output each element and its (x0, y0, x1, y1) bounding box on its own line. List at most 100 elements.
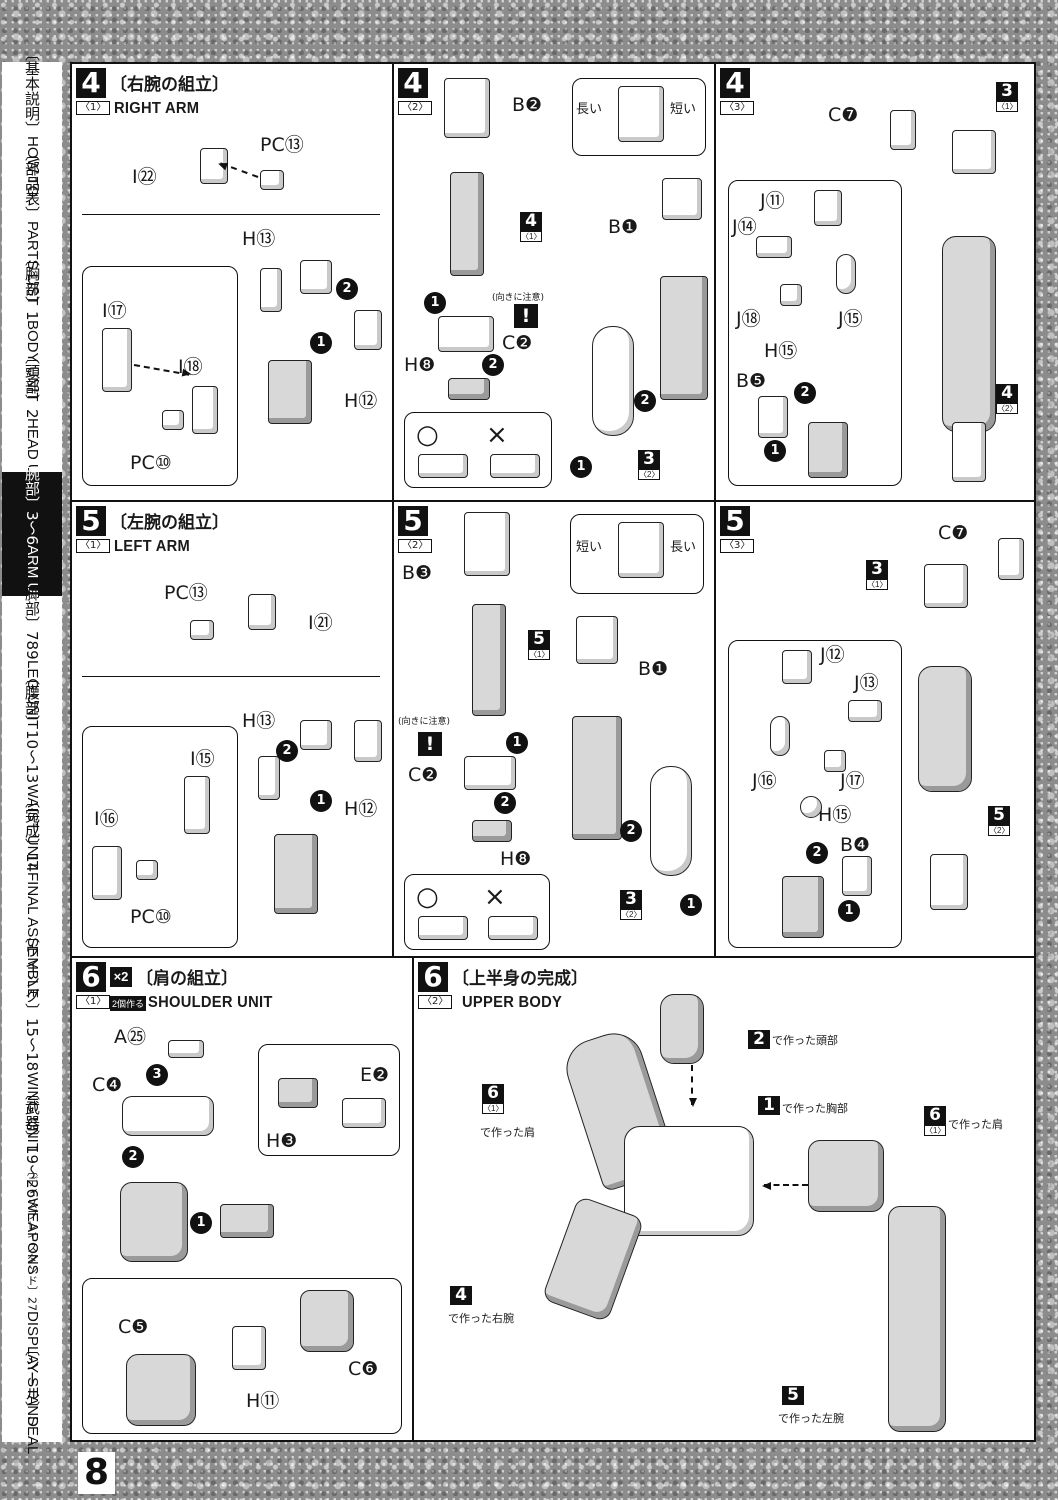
step-number: 4 (720, 68, 750, 98)
step-order-marker: 2 (806, 842, 828, 864)
section-rule (82, 214, 380, 215)
step-order-marker: 2 (336, 278, 358, 300)
step-reference: 6〈1〉 (482, 1083, 504, 1114)
part-assembly (274, 834, 318, 914)
part-shape (354, 720, 382, 762)
step-order-marker: 1 (310, 790, 332, 812)
part-assembly (660, 276, 708, 400)
part-shape (782, 650, 812, 684)
part-shape (952, 422, 986, 482)
part-shape (300, 260, 332, 294)
part-label: PC⑬ (260, 134, 304, 156)
sidebar-item-arm-unit[interactable]: 〔腕部〕3〜6 ARM UNIT (2, 451, 62, 617)
page-number: 8 (78, 1452, 116, 1494)
step-order-marker: 1 (680, 894, 702, 916)
sub-step-label: 〈2〉 (398, 539, 433, 553)
part-label: I㉑ (308, 612, 333, 634)
step-number: 4 (76, 68, 106, 98)
part-shape (592, 326, 634, 436)
step-title-jp: 〔左腕の組立〕 (110, 513, 229, 533)
part-shape (448, 378, 490, 400)
step-reference: 5〈1〉 (528, 629, 550, 660)
caution-icon: ! (514, 304, 538, 328)
incorrect-mark: × (484, 882, 506, 912)
sidebar-jp-label: 〔シール〕 (23, 1341, 41, 1417)
part-shape (438, 316, 494, 352)
step-order-marker: 1 (838, 900, 860, 922)
part-shape (278, 1078, 318, 1108)
part-label: B❶ (638, 658, 669, 680)
part-label: PC⑬ (164, 582, 208, 604)
part-label: I⑯ (94, 808, 119, 830)
sidebar-jp-label: 〔脚部〕789 (23, 571, 41, 660)
part-shape (418, 454, 468, 478)
step-title-jp: 〔肩の組立〕 (136, 969, 238, 989)
sidebar-jp-label: 〔腕部〕3〜6 (23, 450, 41, 545)
length-label: 長い (576, 102, 603, 117)
part-label: J⑫ (820, 644, 845, 666)
sidebar-item-weapons[interactable]: 〔武器〕19〜26 WEAPONS (2, 1085, 62, 1275)
part-label: H⑬ (242, 710, 276, 732)
part-shape (618, 522, 664, 578)
step-reference: 3〈1〉 (866, 559, 888, 590)
step-title-jp: 〔上半身の完成〕 (452, 969, 588, 989)
part-label: I㉒ (132, 166, 157, 188)
sidebar-item-body-unit[interactable]: 〔胸部〕1 BODY UNIT (2, 251, 62, 402)
part-assembly (268, 360, 312, 424)
part-shape (464, 512, 510, 576)
part-shape (162, 410, 184, 430)
step-order-marker: 2 (794, 382, 816, 404)
length-label: 短い (576, 540, 603, 555)
sidebar-item-leg-unit[interactable]: 〔脚部〕789 LEG UNIT (2, 571, 62, 729)
sidebar-item-waist-unit[interactable]: 〔腰部〕10〜13 WAIST UNIT (2, 670, 62, 869)
step-number: 4 (398, 68, 428, 98)
row-divider (72, 956, 1034, 958)
part-label: J⑰ (840, 770, 865, 792)
step-order-marker: 2 (634, 390, 656, 412)
sidebar-en-label: LEG UNIT (24, 659, 41, 729)
part-label: J⑪ (760, 190, 785, 212)
part-shape (952, 130, 996, 174)
section-index-sidebar: 〔基本説明〕 HOW TO 〔部品表〕 PARTS LIST 〔胸部〕1 BOD… (0, 46, 64, 1455)
sidebar-jp-label: 〔ウイング〕15〜18 (23, 928, 41, 1072)
sidebar-item-parts-list[interactable]: 〔部品表〕 PARTS LIST (2, 146, 62, 305)
part-shape (924, 564, 968, 608)
part-assembly (942, 236, 996, 432)
step-title-en: RIGHT ARM (114, 100, 200, 117)
caution-note: (向きに注意) (492, 293, 545, 303)
sidebar-item-how-to[interactable]: 〔基本説明〕 HOW TO (2, 46, 62, 197)
sidebar-en-label: ARM UNIT (24, 544, 41, 618)
part-shape (444, 78, 490, 138)
part-shape (136, 860, 158, 880)
right-arm-drawing (541, 1195, 645, 1323)
part-shape (824, 750, 846, 772)
sidebar-jp-label: 〔腰部〕10〜13 (23, 670, 41, 784)
part-assembly (572, 716, 622, 840)
part-shape (260, 170, 284, 190)
part-shape (930, 854, 968, 910)
column-divider (412, 956, 414, 1442)
part-shape (472, 820, 512, 842)
reference-caption: で作った肩 (948, 1118, 1003, 1131)
step-reference: 4〈1〉 (520, 211, 542, 242)
step-title-jp: 〔右腕の組立〕 (110, 75, 229, 95)
part-shape (758, 396, 788, 438)
part-shape (168, 1040, 204, 1058)
sidebar-jp-label: 〔頭部〕2 (23, 348, 41, 419)
sidebar-item-wing-unit[interactable]: 〔ウイング〕15〜18 WING UNIT (2, 928, 62, 1151)
part-label: E❷ (360, 1064, 390, 1086)
sidebar-item-seal[interactable]: 〔シール〕 SEAL (2, 1341, 62, 1454)
sidebar-item-display-stand[interactable]: 〔ディスプレイスタンド〕27 DISPLAY STAND (2, 1165, 62, 1427)
part-label: B❺ (736, 370, 767, 392)
sidebar-item-final-assemble[interactable]: 〔完成〕14 FINAL ASSEMBLE (2, 793, 62, 998)
part-assembly (120, 1182, 188, 1262)
step-order-marker: 1 (424, 292, 446, 314)
step-order-marker: 3 (146, 1064, 168, 1086)
part-label: C❼ (938, 522, 969, 544)
step-reference: 5 (782, 1386, 804, 1416)
part-assembly (918, 666, 972, 792)
sidebar-jp-label: 〔ディスプレイスタンド〕27 (25, 1165, 39, 1312)
length-label: 長い (670, 540, 697, 555)
sidebar-jp-label: 〔部品表〕 (23, 146, 41, 222)
column-divider (714, 500, 716, 958)
